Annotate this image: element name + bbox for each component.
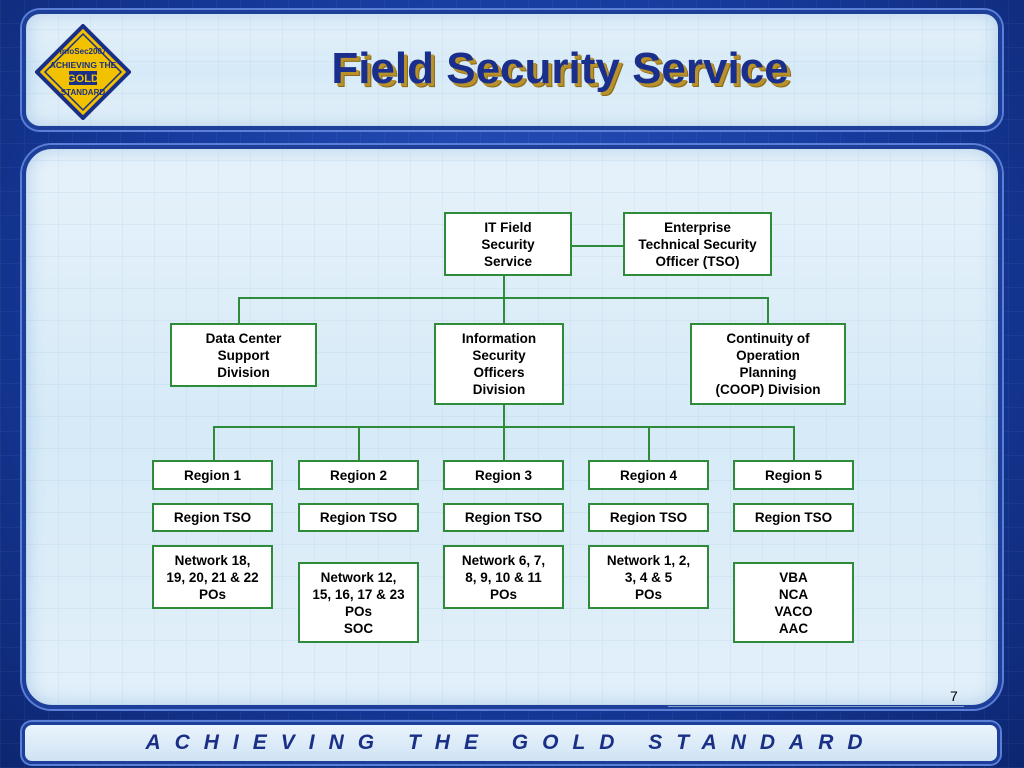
connector-region-5 [793,426,795,461]
title-panel [22,10,1002,130]
connector-region-4 [648,426,650,461]
connector-region-1 [213,426,215,461]
region-3-networks-box: Network 6, 7, 8, 9, 10 & 11 POs [443,545,564,609]
svg-text:STANDARD: STANDARD [61,88,106,97]
data-center-support-division-box: Data Center Support Division [170,323,317,387]
region-2-tso-box: Region TSO [298,503,419,532]
svg-text:InfoSec2007: InfoSec2007 [60,47,107,56]
svg-text:ACHIEVING THE: ACHIEVING THE [50,60,117,70]
page-number-rule [668,706,964,707]
region-5-tso-box: Region TSO [733,503,854,532]
footer-bar: ACHIEVING THE GOLD STANDARD [22,722,1000,764]
coop-division-box: Continuity of Operation Planning (COOP) … [690,323,846,405]
footer-slogan: ACHIEVING THE GOLD STANDARD [145,731,877,754]
enterprise-tso-box: Enterprise Technical Security Officer (T… [623,212,772,276]
connector-region-3 [503,426,505,461]
connector-division-3 [767,297,769,324]
information-security-officers-division-box: Information Security Officers Division [434,323,564,405]
region-5-box: Region 5 [733,460,854,490]
region-4-networks-box: Network 1, 2, 3, 4 & 5 POs [588,545,709,609]
connector-division-1 [238,297,240,324]
region-4-box: Region 4 [588,460,709,490]
region-1-tso-box: Region TSO [152,503,273,532]
connector-division-2 [503,297,505,324]
region-1-box: Region 1 [152,460,273,490]
region-2-box: Region 2 [298,460,419,490]
it-field-security-service-box: IT Field Security Service [444,212,572,276]
region-3-box: Region 3 [443,460,564,490]
region-3-tso-box: Region TSO [443,503,564,532]
svg-text:GOLD: GOLD [67,73,99,85]
region-5-networks-box: VBA NCA VACO AAC [733,562,854,643]
region-2-networks-box: Network 12, 15, 16, 17 & 23 POs SOC [298,562,419,643]
region-1-networks-box: Network 18, 19, 20, 21 & 22 POs [152,545,273,609]
connector-top-enterprise [571,245,624,247]
connector-region-2 [358,426,360,461]
region-4-tso-box: Region TSO [588,503,709,532]
connector-top-down [503,275,505,298]
gold-standard-logo: InfoSec2007 ACHIEVING THE GOLD STANDARD [35,24,131,120]
page-title: Field Security Service [331,44,789,93]
connector-iso-down [503,403,505,427]
page-number: 7 [950,688,958,704]
